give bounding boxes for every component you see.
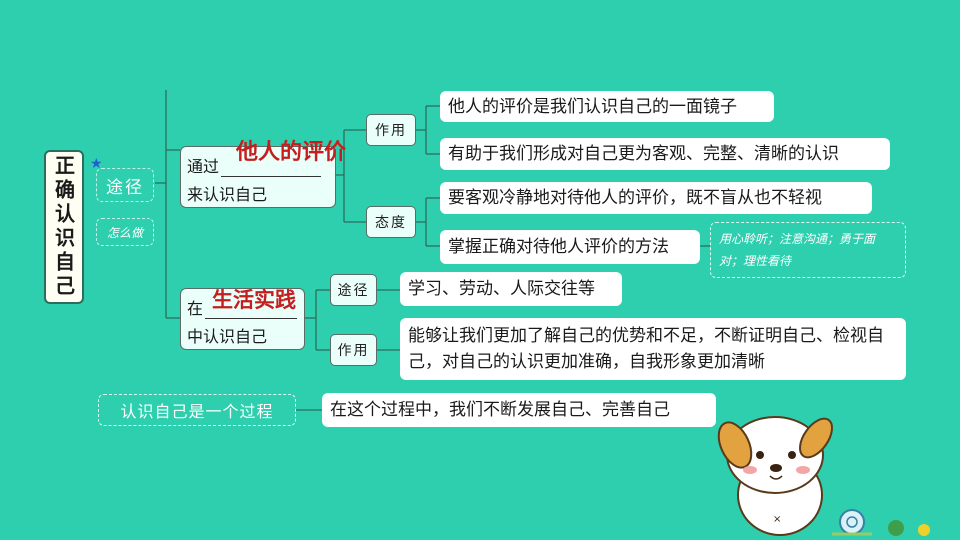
branch2-suffix: 中认识自己 <box>187 327 268 346</box>
path-node: 途径 <box>96 168 154 202</box>
branch1-attitude-label: 态度 <box>375 215 407 231</box>
snail-decoration <box>832 509 930 536</box>
branch2-node: 在 中认识自己 <box>180 288 305 350</box>
root-node: 正确认识自己 <box>44 150 84 304</box>
branch1-role-item-2: 有助于我们形成对自己更为客观、完整、清晰的认识 <box>440 138 890 170</box>
puppy-mascot: × <box>717 416 833 536</box>
branch1-attitude-item-1: 要客观冷静地对待他人的评价，既不盲从也不轻视 <box>440 182 872 214</box>
root-title: 正确认识自己 <box>51 155 76 299</box>
branch2-path-label: 途径 <box>337 283 370 299</box>
branch2-prefix: 在 <box>187 299 204 318</box>
branch1-attitude-item-2: 掌握正确对待他人评价的方法 <box>440 230 700 264</box>
branch2-path-node: 途径 <box>330 274 377 306</box>
branch1-node: 通过 来认识自己 <box>180 146 336 208</box>
branch1-attitude-tip: 用心聆听；注意沟通；勇于面对；理性看待 <box>710 222 906 278</box>
process-label: 认识自己是一个过程 <box>120 402 274 421</box>
branch1-role-node: 作用 <box>366 114 416 146</box>
path-node-sub: 怎么做 <box>96 218 154 246</box>
branch1-suffix: 来认识自己 <box>187 185 268 204</box>
branch2-keyword: 生活实践 <box>212 287 296 312</box>
process-node: 认识自己是一个过程 <box>98 394 296 426</box>
branch2-path-item: 学习、劳动、人际交往等 <box>400 272 622 306</box>
branch1-keyword: 他人的评价 <box>236 139 347 165</box>
branch2-role-node: 作用 <box>330 334 377 366</box>
branch1-role-label: 作用 <box>375 123 407 139</box>
path-node-label: 途径 <box>106 177 144 198</box>
branch1-prefix: 通过 <box>187 157 220 176</box>
branch1-role-item-1: 他人的评价是我们认识自己的一面镜子 <box>440 91 774 122</box>
process-item: 在这个过程中，我们不断发展自己、完善自己 <box>322 393 716 427</box>
branch2-role-item: 能够让我们更加了解自己的优势和不足，不断证明自己、检视自己，对自己的认识更加准确… <box>400 318 906 380</box>
path-node-sub-label: 怎么做 <box>106 225 143 240</box>
branch1-attitude-node: 态度 <box>366 206 416 238</box>
svg-text:×: × <box>773 514 781 525</box>
branch2-role-label: 作用 <box>337 343 370 359</box>
